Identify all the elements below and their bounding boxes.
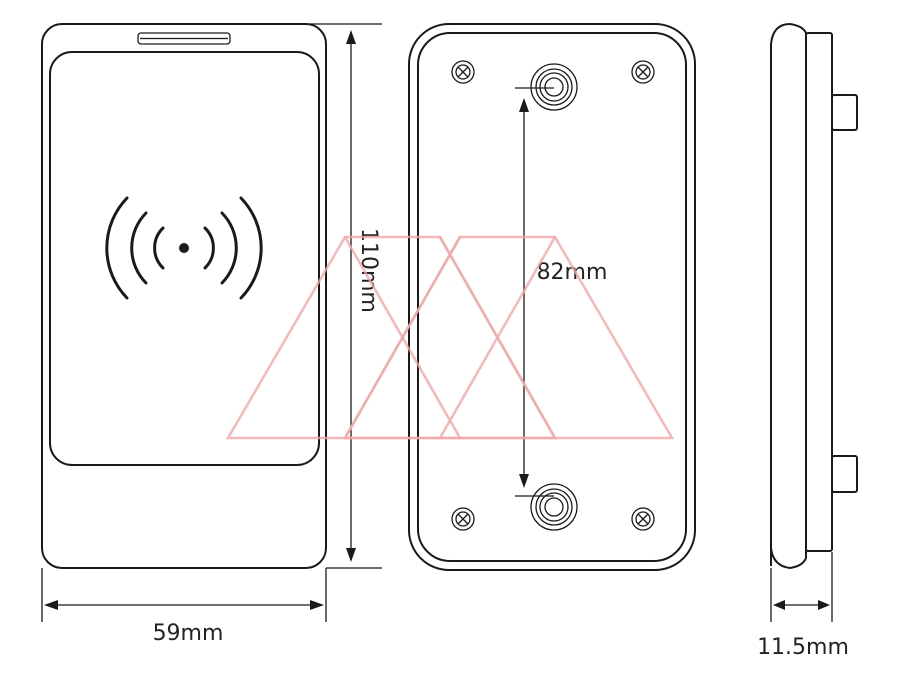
back-housing-inner: [417, 32, 687, 562]
side-view: [770, 22, 858, 570]
side-tab-top: [831, 94, 858, 131]
top-slot: [137, 32, 231, 45]
side-front-cover: [770, 22, 807, 570]
thickness-label: 11.5mm: [757, 635, 849, 660]
height-label: 110mm: [356, 228, 381, 313]
screw-icon: [451, 60, 655, 531]
hole-spacing-dimension: 82mm: [515, 87, 607, 497]
mounting-boss-top: [530, 63, 578, 111]
thickness-dimension: 11.5mm: [757, 552, 849, 660]
front-view: [41, 23, 327, 569]
watermark-logo: [225, 235, 675, 440]
rfid-icon: [105, 196, 263, 300]
height-dimension: 110mm: [300, 23, 382, 569]
front-housing: [41, 23, 327, 569]
back-view: [408, 23, 696, 571]
width-label: 59mm: [153, 621, 224, 646]
front-panel: [49, 51, 320, 466]
side-body: [805, 32, 833, 552]
mounting-boss-bottom: [530, 483, 578, 531]
back-housing-outer: [408, 23, 696, 571]
side-tab-bottom: [831, 455, 858, 493]
width-dimension: 59mm: [41, 568, 327, 646]
